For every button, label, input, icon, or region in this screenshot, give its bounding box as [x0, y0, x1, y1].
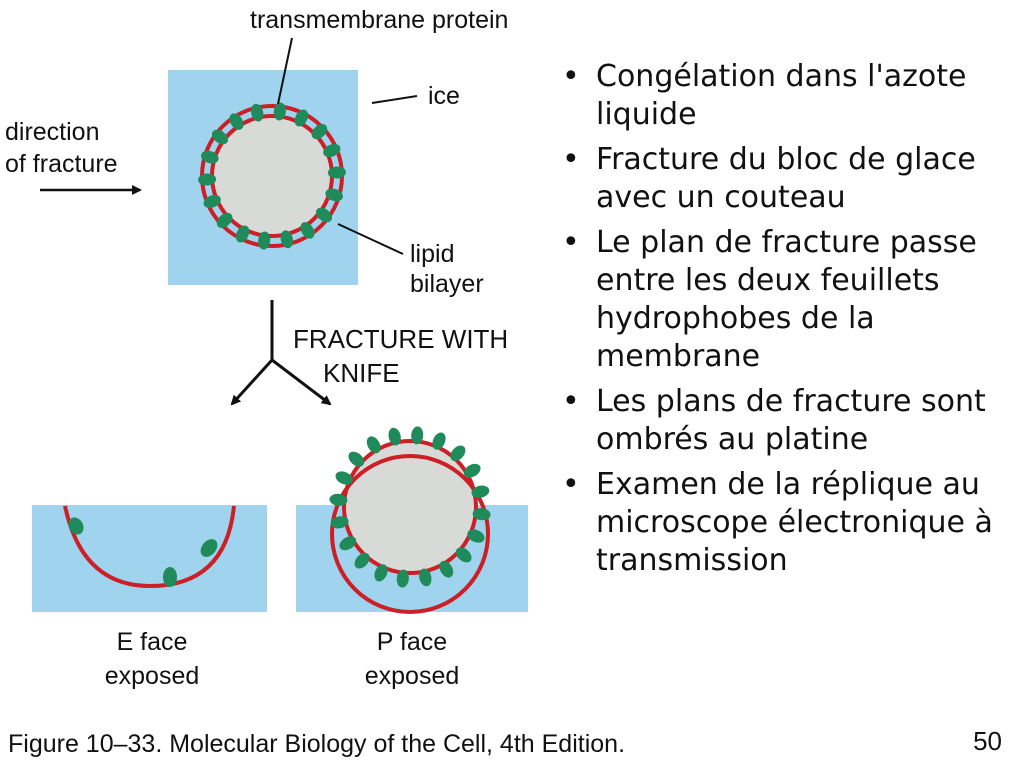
- p-face-membrane-inner: [342, 439, 478, 575]
- protein-particle: [396, 569, 409, 588]
- protein-particle: [467, 529, 485, 543]
- protein-particle: [198, 173, 217, 186]
- protein-particle: [251, 103, 264, 122]
- label-p-face-line1: P face: [377, 628, 447, 656]
- transmembrane-proteins-top: [198, 102, 346, 250]
- label-fracture-line1: FRACTURE WITH: [293, 324, 508, 354]
- p-face-membrane-lower: [330, 533, 490, 614]
- protein-particle: [200, 539, 218, 557]
- protein-particle: [471, 485, 490, 498]
- protein-particle: [354, 552, 370, 569]
- leader-transmembrane-protein: [277, 37, 293, 105]
- protein-particle: [327, 166, 346, 179]
- bullet-item: Examen de la réplique au microscope élec…: [562, 466, 1022, 580]
- protein-particle: [294, 109, 309, 127]
- vesicle-top: [212, 116, 332, 236]
- protein-particle: [201, 150, 219, 164]
- protein-particle: [315, 207, 333, 223]
- label-ice: ice: [428, 82, 460, 110]
- protein-particle: [229, 113, 244, 130]
- e-face-particles: [68, 517, 218, 587]
- protein-particle: [216, 212, 233, 228]
- figure-caption: Figure 10–33. Molecular Biology of the C…: [8, 730, 626, 758]
- protein-particle: [273, 102, 286, 121]
- protein-particle: [235, 225, 250, 243]
- p-face-particles: [329, 426, 491, 588]
- protein-particle: [455, 547, 472, 563]
- bullet-list: Congélation dans l'azote liquide Fractur…: [562, 58, 1022, 587]
- bullet-item: Les plans de fracture sont ombrés au pla…: [562, 383, 1022, 459]
- protein-particle: [472, 508, 491, 521]
- label-lipid-line1: lipid: [410, 240, 454, 268]
- protein-particle: [280, 230, 293, 249]
- bullet-item: Congélation dans l'azote liquide: [562, 58, 1022, 134]
- protein-particle: [463, 463, 481, 478]
- protein-particle: [311, 124, 328, 140]
- split-arrow-left: [230, 358, 274, 406]
- protein-particle: [348, 451, 365, 467]
- e-face-membrane: [63, 505, 236, 589]
- bullet-item: Fracture du bloc de glace avec un coutea…: [562, 141, 1022, 217]
- leader-lipid-bilayer: [337, 223, 404, 255]
- protein-particle: [203, 194, 221, 209]
- freeze-fracture-diagram: transmembrane protein ice direction of f…: [5, 6, 528, 690]
- protein-particle: [339, 536, 357, 551]
- label-e-face-line2: exposed: [105, 662, 200, 690]
- label-direction-line1: direction: [5, 118, 100, 146]
- protein-particle: [211, 129, 229, 145]
- protein-particle: [300, 222, 315, 239]
- label-p-face-line2: exposed: [365, 662, 460, 690]
- protein-particle: [329, 493, 348, 506]
- leader-ice: [371, 95, 418, 104]
- protein-particle: [258, 231, 271, 250]
- vesicle-p-face: [344, 441, 476, 573]
- bullet-item: Le plan de fracture passe entre les deux…: [562, 224, 1022, 376]
- protein-particle: [325, 188, 343, 202]
- protein-particle: [323, 143, 341, 158]
- protein-particle: [330, 516, 349, 529]
- protein-particle: [450, 445, 466, 462]
- label-fracture-line2: KNIFE: [323, 358, 400, 388]
- protein-particle: [366, 436, 381, 454]
- protein-particle: [68, 517, 84, 535]
- label-e-face-line1: E face: [117, 628, 188, 656]
- split-arrow-right: [271, 358, 332, 406]
- protein-particle: [432, 432, 446, 450]
- protein-particle: [388, 427, 401, 446]
- protein-particle: [163, 567, 177, 587]
- label-lipid-line2: bilayer: [410, 270, 484, 298]
- label-transmembrane-protein: transmembrane protein: [250, 6, 508, 34]
- protein-particle: [439, 560, 454, 578]
- protein-particle: [419, 568, 432, 587]
- protein-particle: [411, 426, 424, 445]
- protein-particle: [374, 564, 388, 582]
- protein-particle: [335, 471, 353, 485]
- label-direction-line2: of fracture: [5, 150, 118, 178]
- slide-number: 50: [973, 726, 1002, 756]
